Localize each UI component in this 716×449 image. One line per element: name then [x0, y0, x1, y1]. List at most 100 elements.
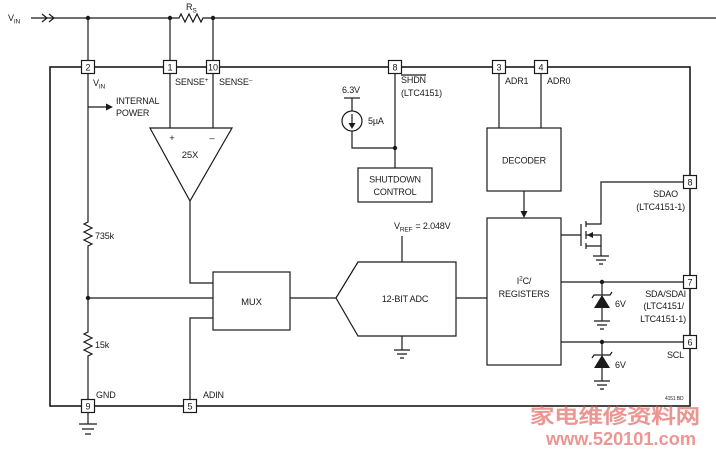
watermark-title: 家电维修资料网	[530, 404, 700, 428]
adr0-label: ADR0	[547, 76, 571, 86]
sense-resistor-subscript: S	[192, 8, 197, 15]
sda-label: SDA/SDAI	[645, 289, 686, 299]
pin-box	[682, 174, 698, 190]
mosfet-body-arrow	[587, 232, 593, 238]
sense-resistor-symbol: R	[186, 2, 193, 12]
pin-box	[205, 59, 221, 75]
watermark: 家电维修资料网 www.520101.com	[530, 404, 700, 449]
vin-input-label: VIN	[8, 13, 21, 26]
zener-sda-voltage-label: 6V	[615, 299, 626, 309]
pin-10-sense-minus: 10	[205, 59, 221, 75]
pin-box	[80, 398, 96, 414]
current-source-to-shdn-wire	[351, 131, 395, 149]
pin-number: 4	[538, 62, 543, 72]
i2c-label: I2C/	[517, 276, 532, 287]
mosfet-ground-icon	[593, 255, 609, 265]
pin-number: 7	[687, 277, 692, 287]
sense-plus-name: SENSE	[175, 77, 205, 87]
mosfet-body-wire	[586, 234, 602, 246]
amplifier-minus-label: –	[209, 133, 215, 144]
pin-box	[162, 59, 178, 75]
pin-number: 8	[392, 62, 397, 72]
resistor-735k-label: 735k	[95, 231, 115, 241]
pin-box	[533, 59, 549, 75]
gnd-external-ground-icon	[79, 423, 97, 435]
internal-power-label-line2: POWER	[116, 108, 150, 118]
pin-box	[491, 59, 507, 75]
decoder-label: DECODER	[502, 156, 547, 166]
amplifier-gain-label: 25X	[182, 150, 199, 161]
pin-number: 10	[208, 62, 218, 72]
pin-8-sdao: 8	[682, 174, 698, 190]
sda-variant-line2: LTC4151-1)	[640, 314, 686, 324]
sdao-variant-label: (LTC4151-1)	[636, 202, 685, 212]
supply-rail: VIN RS	[8, 2, 716, 61]
zener-diode-sda-icon	[591, 282, 613, 330]
adc-label: 12-BIT ADC	[382, 294, 429, 304]
sda-variant-line1: (LTC4151/	[643, 301, 684, 311]
zener-diode-scl-icon	[591, 342, 613, 390]
internal-power-label-line1: INTERNAL	[116, 96, 159, 106]
shutdown-control-block	[357, 167, 433, 203]
adr1-label: ADR1	[505, 76, 529, 86]
vin-input-symbol: V	[8, 13, 14, 23]
vin-pin-subscript: IN	[99, 84, 106, 91]
registers-label: REGISTERS	[499, 289, 550, 299]
amplifier-to-mux-wire	[189, 201, 213, 284]
amplifier-25x	[148, 127, 234, 203]
shutdown-supply-label: 6.3V	[342, 85, 360, 95]
pin-3-adr1: 3	[491, 59, 507, 75]
sense-minus-superscript: –	[249, 77, 253, 84]
amplifier-plus-label: +	[169, 133, 175, 144]
pin-2-vin: 2	[80, 59, 96, 75]
pin-8-shdn: 8	[387, 59, 403, 75]
pin-7-sda: 7	[682, 274, 698, 290]
scl-label: SCL	[667, 350, 684, 360]
pin-9-gnd: 9	[80, 398, 96, 414]
sdao-label: SDAO	[653, 189, 678, 199]
supply-wire-with-sense-resistor	[31, 12, 716, 24]
mux-label: MUX	[241, 297, 262, 308]
internal-wiring: 735k 15k INTERNAL POWER + – 25X MUX 12-B…	[82, 73, 686, 402]
vref-label: VREF= 2.048V	[394, 221, 451, 234]
sense-minus-name: SENSE	[219, 77, 249, 87]
pin-number: 5	[187, 401, 192, 411]
i2c-prefix: I	[517, 276, 519, 286]
zener-scl-voltage-label: 6V	[615, 360, 626, 370]
zener-scl-ground-icon	[594, 380, 610, 390]
vin-pin-symbol: V	[93, 78, 99, 88]
ic-outline	[49, 66, 691, 407]
current-source-label: 5µA	[368, 116, 384, 126]
pin-5-adin: 5	[182, 398, 198, 414]
shutdown-control-label-line1: SHUTDOWN	[369, 175, 421, 185]
zener-sda-body	[594, 295, 610, 308]
shdn-variant-label: (LTC4151)	[401, 88, 442, 98]
current-source-icon	[341, 110, 363, 132]
pin-box	[682, 334, 698, 350]
i2c-superscript: 2	[519, 276, 523, 283]
vin-divider-wire	[82, 73, 94, 400]
pin-number: 3	[496, 62, 501, 72]
zener-sda-ground-icon	[594, 320, 610, 330]
pin-number: 1	[167, 62, 172, 72]
sense-minus-label: SENSE–	[219, 77, 253, 87]
watermark-url: www.520101.com	[545, 429, 696, 449]
sense-plus-superscript: +	[205, 77, 209, 84]
pin-number: 2	[85, 62, 90, 72]
adc-ground-icon	[394, 349, 410, 359]
adin-to-mux-wire	[189, 317, 213, 400]
shutdown-control-label-line2: CONTROL	[374, 187, 417, 197]
shdn-label: SHDN	[401, 75, 426, 85]
internal-power-arrow-icon	[106, 103, 113, 111]
pin-box	[182, 398, 198, 414]
pin-1-sense-plus: 1	[162, 59, 178, 75]
pin-box	[682, 274, 698, 290]
decoder-to-registers-arrow-icon	[520, 211, 528, 218]
pin-box	[387, 59, 403, 75]
pin-number: 9	[85, 401, 90, 411]
pin-4-adr0: 4	[533, 59, 549, 75]
zener-scl-body	[594, 355, 610, 368]
adc-block	[335, 261, 457, 337]
vref-value: = 2.048V	[415, 221, 450, 231]
